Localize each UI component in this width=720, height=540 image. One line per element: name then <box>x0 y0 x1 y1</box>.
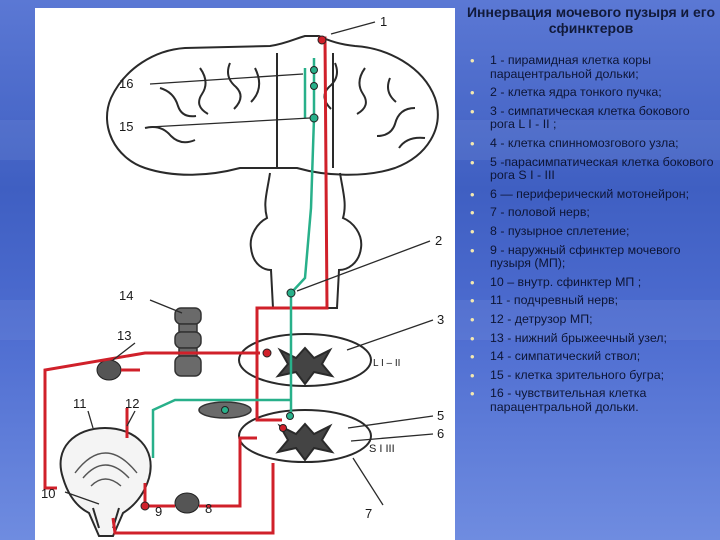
legend-item: •9 - наружный сфинктер мочевого пузыря (… <box>466 244 716 271</box>
bullet-icon: • <box>470 244 475 258</box>
bladder-innervation-diagram: 1 2 3 5 6 7 8 9 10 11 12 13 14 15 16 L I… <box>35 8 455 540</box>
legend-item: •5 -парасимпатическая клетка бокового ро… <box>466 156 716 183</box>
label-5: 5 <box>437 408 444 423</box>
legend-item: •14 - симпатический ствол; <box>466 350 716 364</box>
bladder <box>61 428 151 536</box>
label-13: 13 <box>117 328 131 343</box>
label-6: 6 <box>437 426 444 441</box>
legend-item: •3 - симпатическая клетка бокового рога … <box>466 105 716 132</box>
bullet-icon: • <box>470 332 475 346</box>
label-9: 9 <box>155 504 162 519</box>
bullet-icon: • <box>470 188 475 202</box>
legend-item: •2 - клетка ядра тонкого пучка; <box>466 86 716 100</box>
legend-item: •1 - пирамидная клетка коры парацентраль… <box>466 54 716 81</box>
bullet-icon: • <box>470 54 475 68</box>
inferior-mesenteric-ganglion <box>97 360 121 380</box>
label-11: 11 <box>73 396 87 411</box>
label-7: 7 <box>365 506 372 521</box>
label-3: 3 <box>437 312 444 327</box>
label-1: 1 <box>380 14 387 29</box>
label-10: 10 <box>41 486 55 501</box>
bullet-icon: • <box>470 313 475 327</box>
label-segment-upper: L I – II <box>373 358 400 369</box>
spinal-segment-lower <box>239 410 371 462</box>
label-15: 15 <box>119 119 133 134</box>
bullet-icon: • <box>470 86 475 100</box>
label-2: 2 <box>435 233 442 248</box>
bladder-plexus <box>175 493 199 513</box>
legend-item: •16 - чувствительная клетка парацентраль… <box>466 387 716 414</box>
bullet-icon: • <box>470 350 475 364</box>
bullet-icon: • <box>470 369 475 383</box>
legend-item: •15 - клетка зрительного бугра; <box>466 369 716 383</box>
bullet-icon: • <box>470 156 475 170</box>
label-8: 8 <box>205 501 212 516</box>
legend-item: •8 - пузырное сплетение; <box>466 225 716 239</box>
legend-item: •13 - нижний брыжеечный узел; <box>466 332 716 346</box>
bullet-icon: • <box>470 387 475 401</box>
brain-outline <box>107 36 438 308</box>
bullet-icon: • <box>470 276 475 290</box>
legend-item: •11 - подчревный нерв; <box>466 294 716 308</box>
page-title: Иннервация мочевого пузыря и его сфинкте… <box>466 4 716 36</box>
bullet-icon: • <box>470 105 475 119</box>
label-segment-lower: S I III <box>369 443 395 455</box>
label-16: 16 <box>119 76 133 91</box>
label-12: 12 <box>125 396 139 411</box>
bullet-icon: • <box>470 225 475 239</box>
legend-item: •6 — периферический мотонейрон; <box>466 188 716 202</box>
bullet-icon: • <box>470 206 475 220</box>
label-14: 14 <box>119 288 133 303</box>
spinal-segment-upper <box>239 334 371 386</box>
bullet-icon: • <box>470 294 475 308</box>
legend-item: •7 - половой нерв; <box>466 206 716 220</box>
legend-item: •4 - клетка спинномозгового узла; <box>466 137 716 151</box>
bullet-icon: • <box>470 137 475 151</box>
sensory-pathways <box>153 58 314 458</box>
sympathetic-trunk <box>175 308 201 376</box>
legend-list: •1 - пирамидная клетка коры парацентраль… <box>466 54 716 419</box>
legend-item: •10 – внутр. сфинктер МП ; <box>466 276 716 290</box>
legend-item: •12 - детрузор МП; <box>466 313 716 327</box>
